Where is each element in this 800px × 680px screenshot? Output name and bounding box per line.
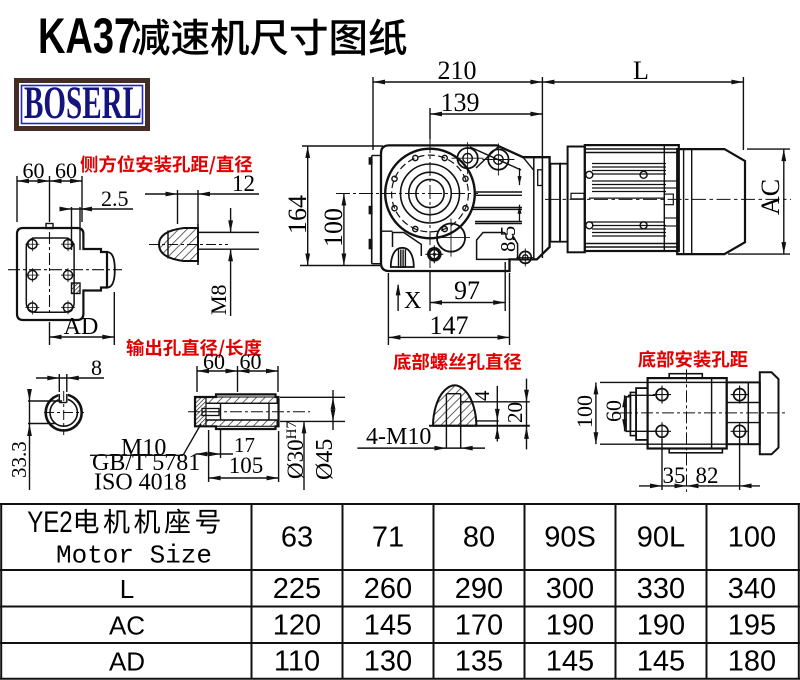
svg-text:60: 60: [601, 400, 626, 422]
svg-text:60: 60: [203, 349, 225, 374]
svg-text:190: 190: [637, 610, 685, 642]
svg-text:33.3: 33.3: [7, 441, 31, 478]
svg-text:AC: AC: [756, 179, 785, 215]
svg-text:ISO 4018: ISO 4018: [94, 470, 187, 496]
svg-text:BOSERL: BOSERL: [24, 77, 142, 129]
svg-text:145: 145: [364, 610, 412, 642]
svg-text:X: X: [404, 288, 421, 314]
svg-text:260: 260: [364, 573, 412, 605]
svg-text:AD: AD: [64, 314, 99, 340]
svg-text:8: 8: [91, 355, 102, 380]
svg-text:225: 225: [273, 573, 321, 605]
svg-text:17: 17: [234, 433, 255, 457]
svg-text:210: 210: [438, 56, 477, 85]
svg-text:145: 145: [546, 646, 594, 678]
svg-text:35: 35: [663, 463, 686, 488]
svg-text:195: 195: [728, 610, 776, 642]
svg-text:170: 170: [455, 610, 503, 642]
svg-text:AC: AC: [109, 611, 145, 641]
svg-text:AD: AD: [109, 647, 145, 677]
svg-text:300: 300: [546, 573, 594, 605]
svg-text:4-M10: 4-M10: [366, 424, 431, 450]
svg-text:M8: M8: [206, 284, 231, 315]
svg-text:180: 180: [728, 646, 776, 678]
svg-text:60: 60: [23, 158, 45, 183]
svg-text:110: 110: [274, 646, 320, 678]
svg-text:4: 4: [470, 390, 494, 401]
svg-text:71: 71: [372, 522, 404, 554]
svg-text:100: 100: [319, 208, 348, 247]
svg-text:12: 12: [232, 171, 255, 196]
svg-text:145: 145: [637, 646, 685, 678]
svg-text:YE2: YE2: [27, 506, 72, 539]
svg-text:82: 82: [696, 463, 719, 488]
svg-text:2.5: 2.5: [101, 186, 129, 211]
svg-text:100: 100: [728, 522, 776, 554]
svg-text:GB/T 5781: GB/T 5781: [92, 450, 200, 476]
svg-text:60: 60: [55, 158, 77, 183]
svg-text:60: 60: [240, 349, 262, 374]
svg-text:KA37: KA37: [38, 9, 135, 64]
svg-text:147: 147: [430, 311, 469, 340]
svg-text:290: 290: [455, 573, 503, 605]
svg-text:Ø45: Ø45: [312, 439, 338, 480]
svg-text:105: 105: [229, 453, 264, 478]
svg-text:97: 97: [454, 276, 480, 305]
svg-text:139: 139: [441, 88, 480, 117]
svg-text:190: 190: [546, 610, 594, 642]
svg-text:120: 120: [273, 610, 321, 642]
svg-text:90L: 90L: [637, 522, 685, 554]
svg-text:20: 20: [503, 402, 527, 423]
svg-text:M10: M10: [121, 435, 166, 461]
svg-text:Motor Size: Motor Size: [56, 541, 212, 571]
svg-text:L: L: [120, 574, 134, 604]
svg-text:164: 164: [283, 195, 312, 234]
svg-text:90S: 90S: [544, 522, 596, 554]
svg-text:135: 135: [455, 646, 503, 678]
svg-text:L: L: [633, 56, 649, 85]
svg-text:80: 80: [463, 522, 495, 554]
svg-text:340: 340: [728, 573, 776, 605]
svg-text:330: 330: [637, 573, 685, 605]
svg-text:63: 63: [281, 522, 313, 554]
svg-text:100: 100: [572, 395, 597, 428]
svg-text:130: 130: [364, 646, 412, 678]
